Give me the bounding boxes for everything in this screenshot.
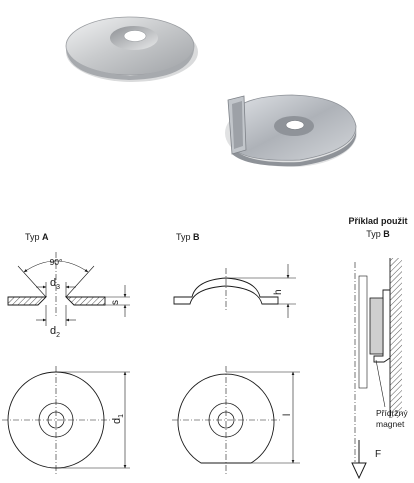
dimension-d2-label: d2: [50, 325, 60, 339]
type-a-heading: Typ A: [25, 232, 49, 242]
angle-label: 90°: [50, 257, 63, 267]
type-b-section-view: [173, 264, 296, 318]
type-a-section-view: [7, 252, 130, 326]
dimension-d3-label: d3: [50, 277, 60, 291]
usage-example-view: [351, 258, 402, 480]
dimension-s-label: s: [110, 300, 121, 305]
example-title: Příklad použit: [348, 216, 407, 226]
force-label: F: [375, 449, 381, 460]
example-type-heading: Typ B: [366, 229, 390, 239]
magnet-shape: [369, 297, 384, 355]
dimension-d1-label: d1: [111, 414, 125, 424]
magnet-label-line-1: Přídržný: [376, 408, 408, 418]
type-a-top-view: [2, 366, 130, 474]
photo-washer-type-a: [65, 16, 198, 82]
dimension-l-label: l: [282, 414, 293, 416]
type-b-heading: Typ B: [176, 232, 200, 242]
photo-washer-type-b: [225, 94, 357, 167]
dimension-h-label: h: [273, 289, 284, 295]
magnet-label-line-2: magnet: [376, 419, 405, 429]
type-b-top-view: [172, 366, 300, 474]
